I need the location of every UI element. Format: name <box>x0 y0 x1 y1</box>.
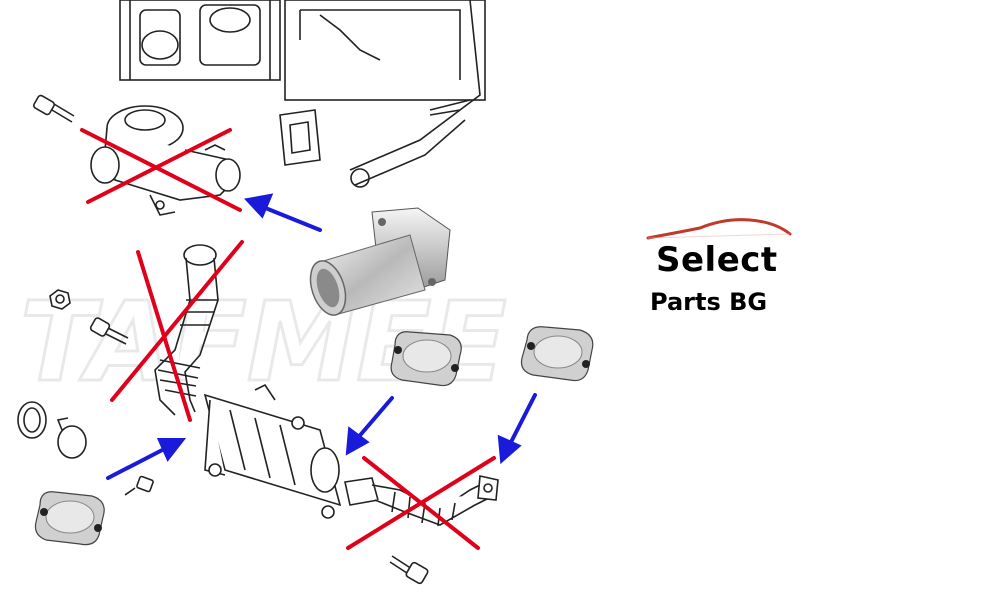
bolt <box>389 555 429 585</box>
nut <box>49 289 71 310</box>
indicator-arrow <box>497 393 537 465</box>
egr-valve <box>90 105 241 216</box>
gasket <box>17 401 47 439</box>
removal-cross <box>80 128 242 212</box>
brand-logo: Select Parts BG <box>640 210 810 325</box>
intake-adapter-pipe <box>309 207 451 316</box>
intake-manifold <box>119 0 486 188</box>
bolt <box>124 475 154 496</box>
egr-cooler <box>203 383 342 519</box>
car-silhouette-icon <box>646 218 792 240</box>
indicator-arrow <box>345 396 394 456</box>
brand-name-line2: Parts BG <box>650 288 768 316</box>
hose-clamp <box>56 417 87 459</box>
blanking-plate <box>390 331 462 387</box>
removal-cross <box>346 456 496 550</box>
bolt <box>33 94 75 123</box>
blanking-plate <box>34 491 105 546</box>
blanking-plate <box>520 326 594 382</box>
indicator-arrow <box>244 193 322 232</box>
egr-pipe-upper <box>154 244 219 416</box>
indicator-arrow <box>106 438 187 480</box>
gasket <box>279 109 321 166</box>
removal-cross <box>110 240 244 422</box>
bolt <box>89 317 129 345</box>
brand-name-line1: Select <box>656 240 778 280</box>
